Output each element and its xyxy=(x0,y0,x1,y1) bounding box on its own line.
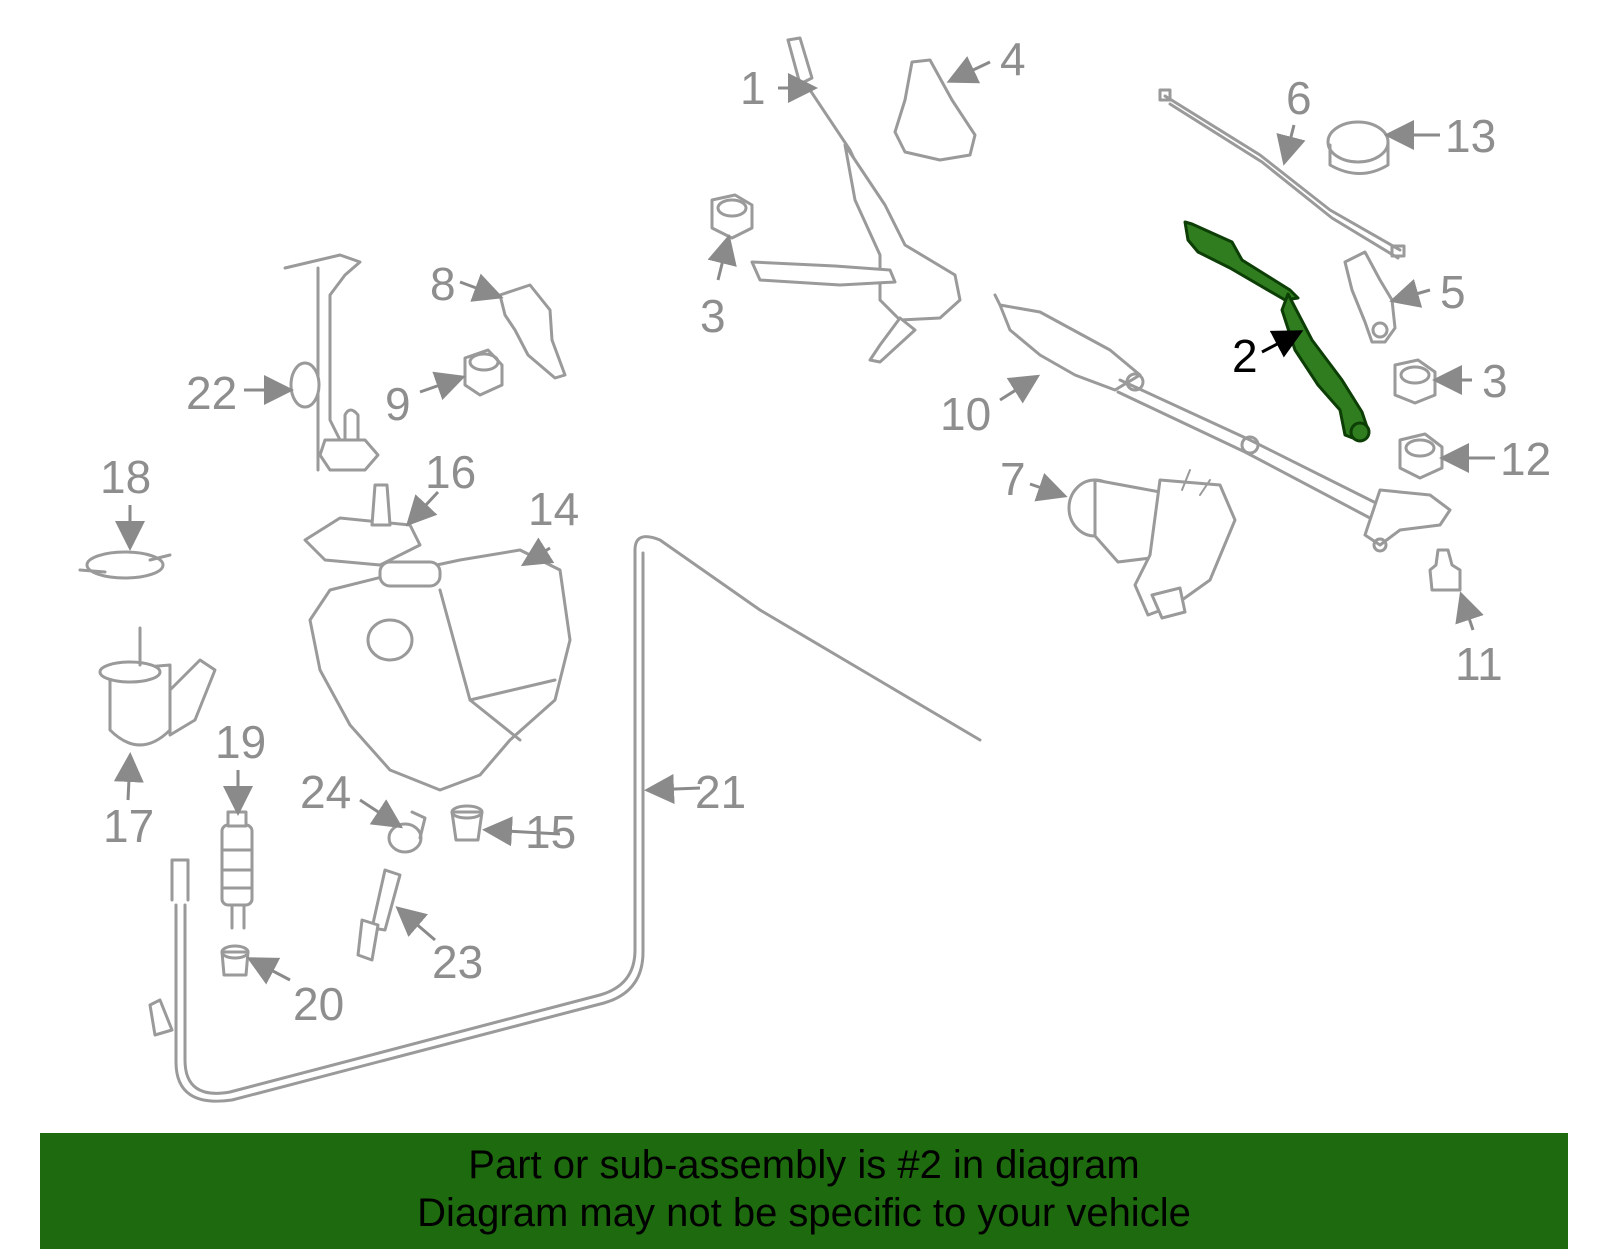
banner-line-2: Diagram may not be specific to your vehi… xyxy=(417,1191,1191,1235)
part-1-wiper-arm[interactable] xyxy=(750,36,962,364)
callout-19[interactable]: 19 xyxy=(215,716,266,768)
callout-8[interactable]: 8 xyxy=(430,258,456,310)
callout-14[interactable]: 14 xyxy=(528,483,579,535)
part-3-nut-right[interactable] xyxy=(1393,358,1437,405)
part-12-nut[interactable] xyxy=(1398,432,1444,480)
callout-1[interactable]: 1 xyxy=(740,62,766,114)
part-13-cap[interactable] xyxy=(1326,120,1390,175)
part-4-cap[interactable] xyxy=(893,58,977,162)
part-8-bracket[interactable] xyxy=(498,283,567,380)
part-10-linkage[interactable] xyxy=(993,293,1452,553)
part-17-pump-housing[interactable] xyxy=(98,626,217,747)
callout-2[interactable]: 2 xyxy=(1232,330,1258,382)
part-11-grommet[interactable] xyxy=(1428,548,1462,592)
callout-23[interactable]: 23 xyxy=(432,936,483,988)
part-16-level-sensor[interactable] xyxy=(303,483,422,567)
callout-22[interactable]: 22 xyxy=(186,367,237,419)
callout-17[interactable]: 17 xyxy=(103,800,154,852)
part-23-plug[interactable] xyxy=(356,868,402,962)
part-24-seal[interactable] xyxy=(387,810,427,854)
part-2-wiper-arm-highlighted[interactable] xyxy=(1183,220,1371,443)
callout-10[interactable]: 10 xyxy=(940,388,991,440)
part-14-washer-reservoir[interactable] xyxy=(308,548,572,792)
part-3-nut-left[interactable] xyxy=(710,193,754,240)
callout-13[interactable]: 13 xyxy=(1445,110,1496,162)
callout-12[interactable]: 12 xyxy=(1500,433,1551,485)
part-20-grommet[interactable] xyxy=(220,944,250,977)
callout-3-right[interactable]: 3 xyxy=(1482,355,1508,407)
part-19-washer-pump[interactable] xyxy=(220,810,254,930)
part-6-wiper-blade[interactable] xyxy=(1158,88,1406,260)
callout-11[interactable]: 11 xyxy=(1455,638,1503,690)
part-7-wiper-motor[interactable] xyxy=(1067,469,1237,620)
part-21-hose[interactable] xyxy=(148,535,982,1103)
part-15-plug[interactable] xyxy=(450,804,484,842)
callout-9[interactable]: 9 xyxy=(385,378,411,430)
callout-5[interactable]: 5 xyxy=(1440,266,1466,318)
callout-labels: 1 2 3 3 4 5 6 7 8 9 10 11 12 13 14 15 16… xyxy=(100,33,1551,1030)
callout-16[interactable]: 16 xyxy=(425,446,476,498)
part-18-cap[interactable] xyxy=(78,550,172,580)
callout-18[interactable]: 18 xyxy=(100,451,151,503)
leader-lines xyxy=(113,56,1495,985)
callout-4[interactable]: 4 xyxy=(1000,33,1026,85)
callout-7[interactable]: 7 xyxy=(1000,453,1026,505)
part-5-clip[interactable] xyxy=(1343,250,1397,344)
callout-3-left[interactable]: 3 xyxy=(700,290,726,342)
callout-21[interactable]: 21 xyxy=(695,766,746,818)
banner-line-1: Part or sub-assembly is #2 in diagram xyxy=(468,1143,1140,1187)
callout-20[interactable]: 20 xyxy=(293,978,344,1030)
callout-24[interactable]: 24 xyxy=(300,766,351,818)
callout-15[interactable]: 15 xyxy=(525,806,576,858)
callout-6[interactable]: 6 xyxy=(1286,72,1312,124)
info-banner: Part or sub-assembly is #2 in diagram Di… xyxy=(40,1133,1568,1249)
part-9-nut[interactable] xyxy=(463,348,504,397)
part-22-hose-assembly[interactable] xyxy=(283,253,380,472)
